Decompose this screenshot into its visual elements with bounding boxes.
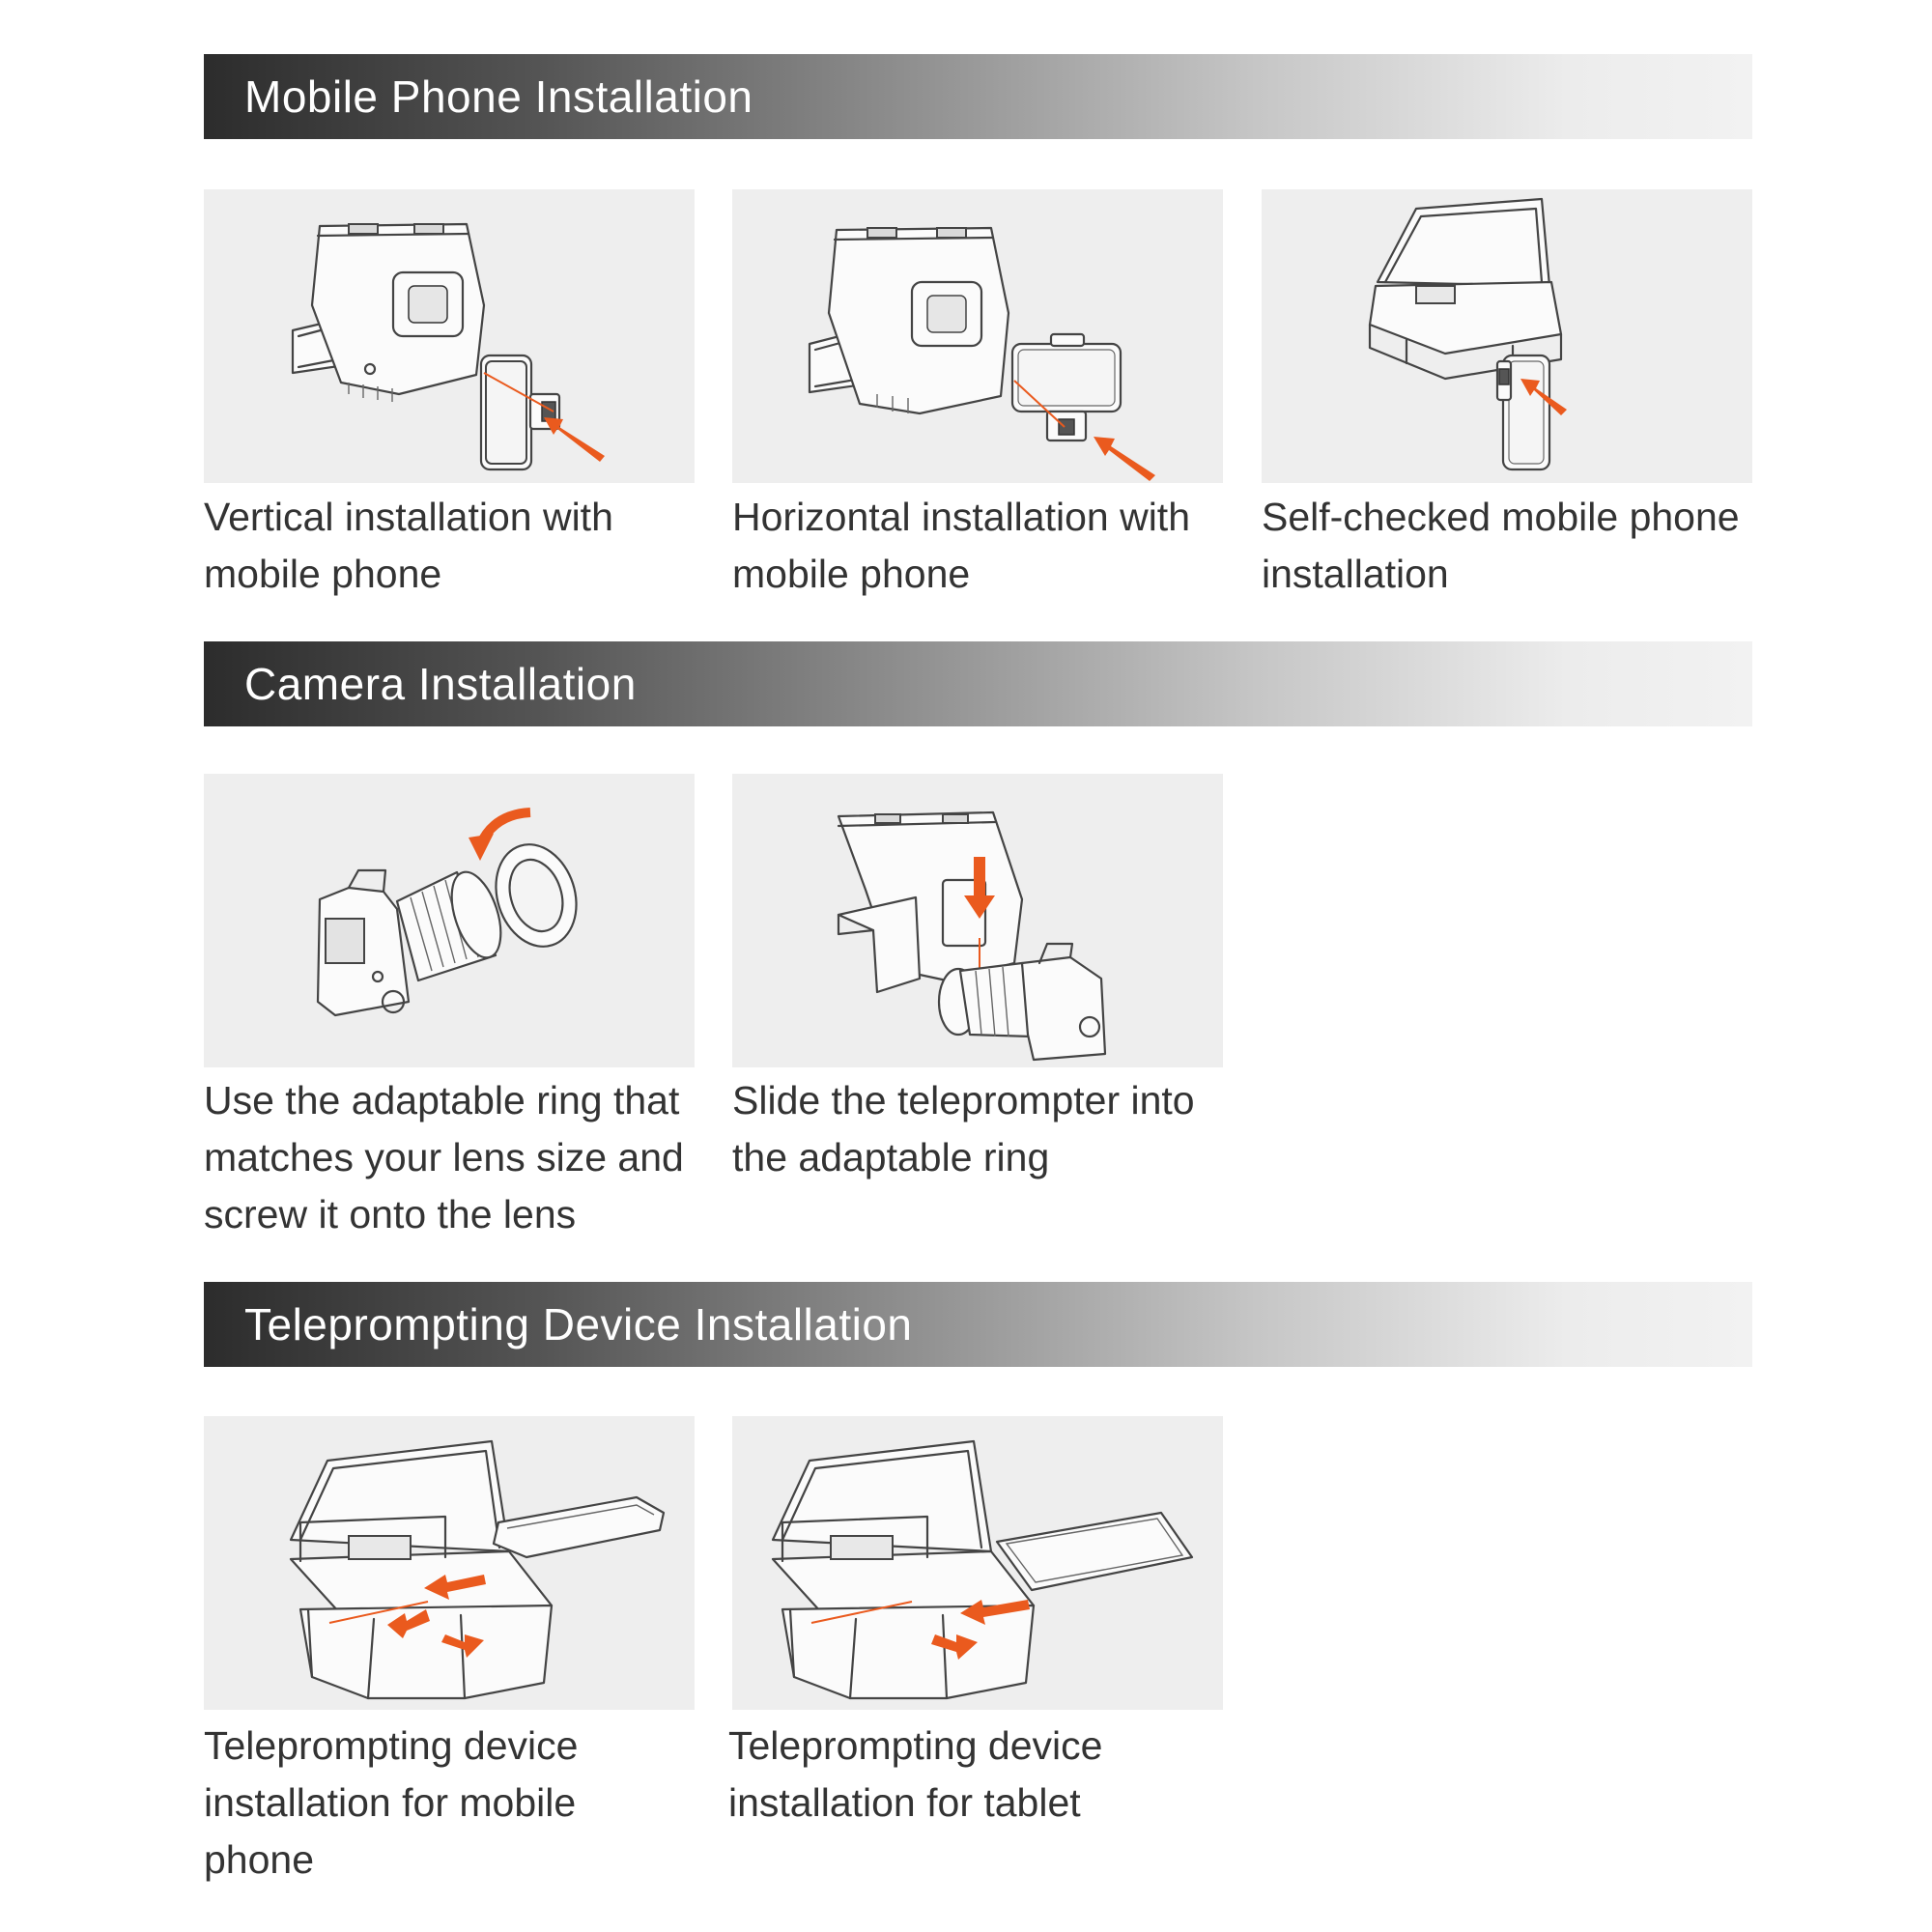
- caption-line: mobile phone: [732, 552, 971, 596]
- caption-tray-tablet: Teleprompting device installation for ta…: [728, 1718, 1250, 1832]
- illustration-panel-tray-phone: [204, 1416, 695, 1710]
- caption-line: Self-checked mobile phone: [1262, 495, 1740, 539]
- caption-line: Use the adaptable ring that: [204, 1078, 680, 1122]
- section-title: Mobile Phone Installation: [244, 71, 753, 122]
- illustration-panel-self-check-phone: [1262, 189, 1752, 483]
- caption-line: installation: [1262, 552, 1449, 596]
- caption-line: installation for tablet: [728, 1780, 1081, 1825]
- caption-horizontal-phone: Horizontal installation with mobile phon…: [732, 489, 1254, 603]
- caption-line: mobile phone: [204, 552, 442, 596]
- caption-line: Slide the teleprompter into: [732, 1078, 1195, 1122]
- caption-line: the adaptable ring: [732, 1135, 1050, 1179]
- teleprompter-vertical-phone-illustration: [291, 222, 605, 471]
- caption-line: matches your lens size and: [204, 1135, 684, 1179]
- caption-line: installation for mobile: [204, 1780, 577, 1825]
- camera-adapter-ring-illustration: [316, 808, 578, 1017]
- teleprompter-horizontal-phone-illustration: [808, 226, 1155, 481]
- caption-line: phone: [204, 1837, 315, 1882]
- caption-line: screw it onto the lens: [204, 1192, 577, 1236]
- prompter-tray-tablet-illustration: [771, 1439, 1194, 1700]
- illustration-panel-teleprompter-on-camera: [732, 774, 1223, 1067]
- illustration-panel-adapter-ring: [204, 774, 695, 1067]
- teleprompter-on-camera-illustration: [837, 810, 1107, 1062]
- teleprompter-self-check-phone-illustration: [1368, 197, 1567, 471]
- caption-line: Teleprompting device: [728, 1723, 1103, 1768]
- section-header-mobile-phone: Mobile Phone Installation: [204, 54, 1752, 139]
- section-title: Camera Installation: [244, 659, 637, 709]
- prompter-tray-phone-illustration: [289, 1439, 666, 1700]
- caption-adapter-ring: Use the adaptable ring that matches your…: [204, 1072, 725, 1243]
- section-title: Teleprompting Device Installation: [244, 1299, 913, 1350]
- section-header-camera: Camera Installation: [204, 641, 1752, 726]
- caption-tray-phone: Teleprompting device installation for mo…: [204, 1718, 725, 1889]
- illustration-panel-horizontal-phone: [732, 189, 1223, 483]
- illustration-panel-tray-tablet: [732, 1416, 1223, 1710]
- caption-line: Teleprompting device: [204, 1723, 579, 1768]
- caption-self-check-phone: Self-checked mobile phone installation: [1262, 489, 1783, 603]
- caption-line: Vertical installation with: [204, 495, 613, 539]
- caption-vertical-phone: Vertical installation with mobile phone: [204, 489, 725, 603]
- caption-teleprompter-on-camera: Slide the teleprompter into the adaptabl…: [732, 1072, 1254, 1186]
- section-header-teleprompting-device: Teleprompting Device Installation: [204, 1282, 1752, 1367]
- caption-line: Horizontal installation with: [732, 495, 1191, 539]
- illustration-panel-vertical-phone: [204, 189, 695, 483]
